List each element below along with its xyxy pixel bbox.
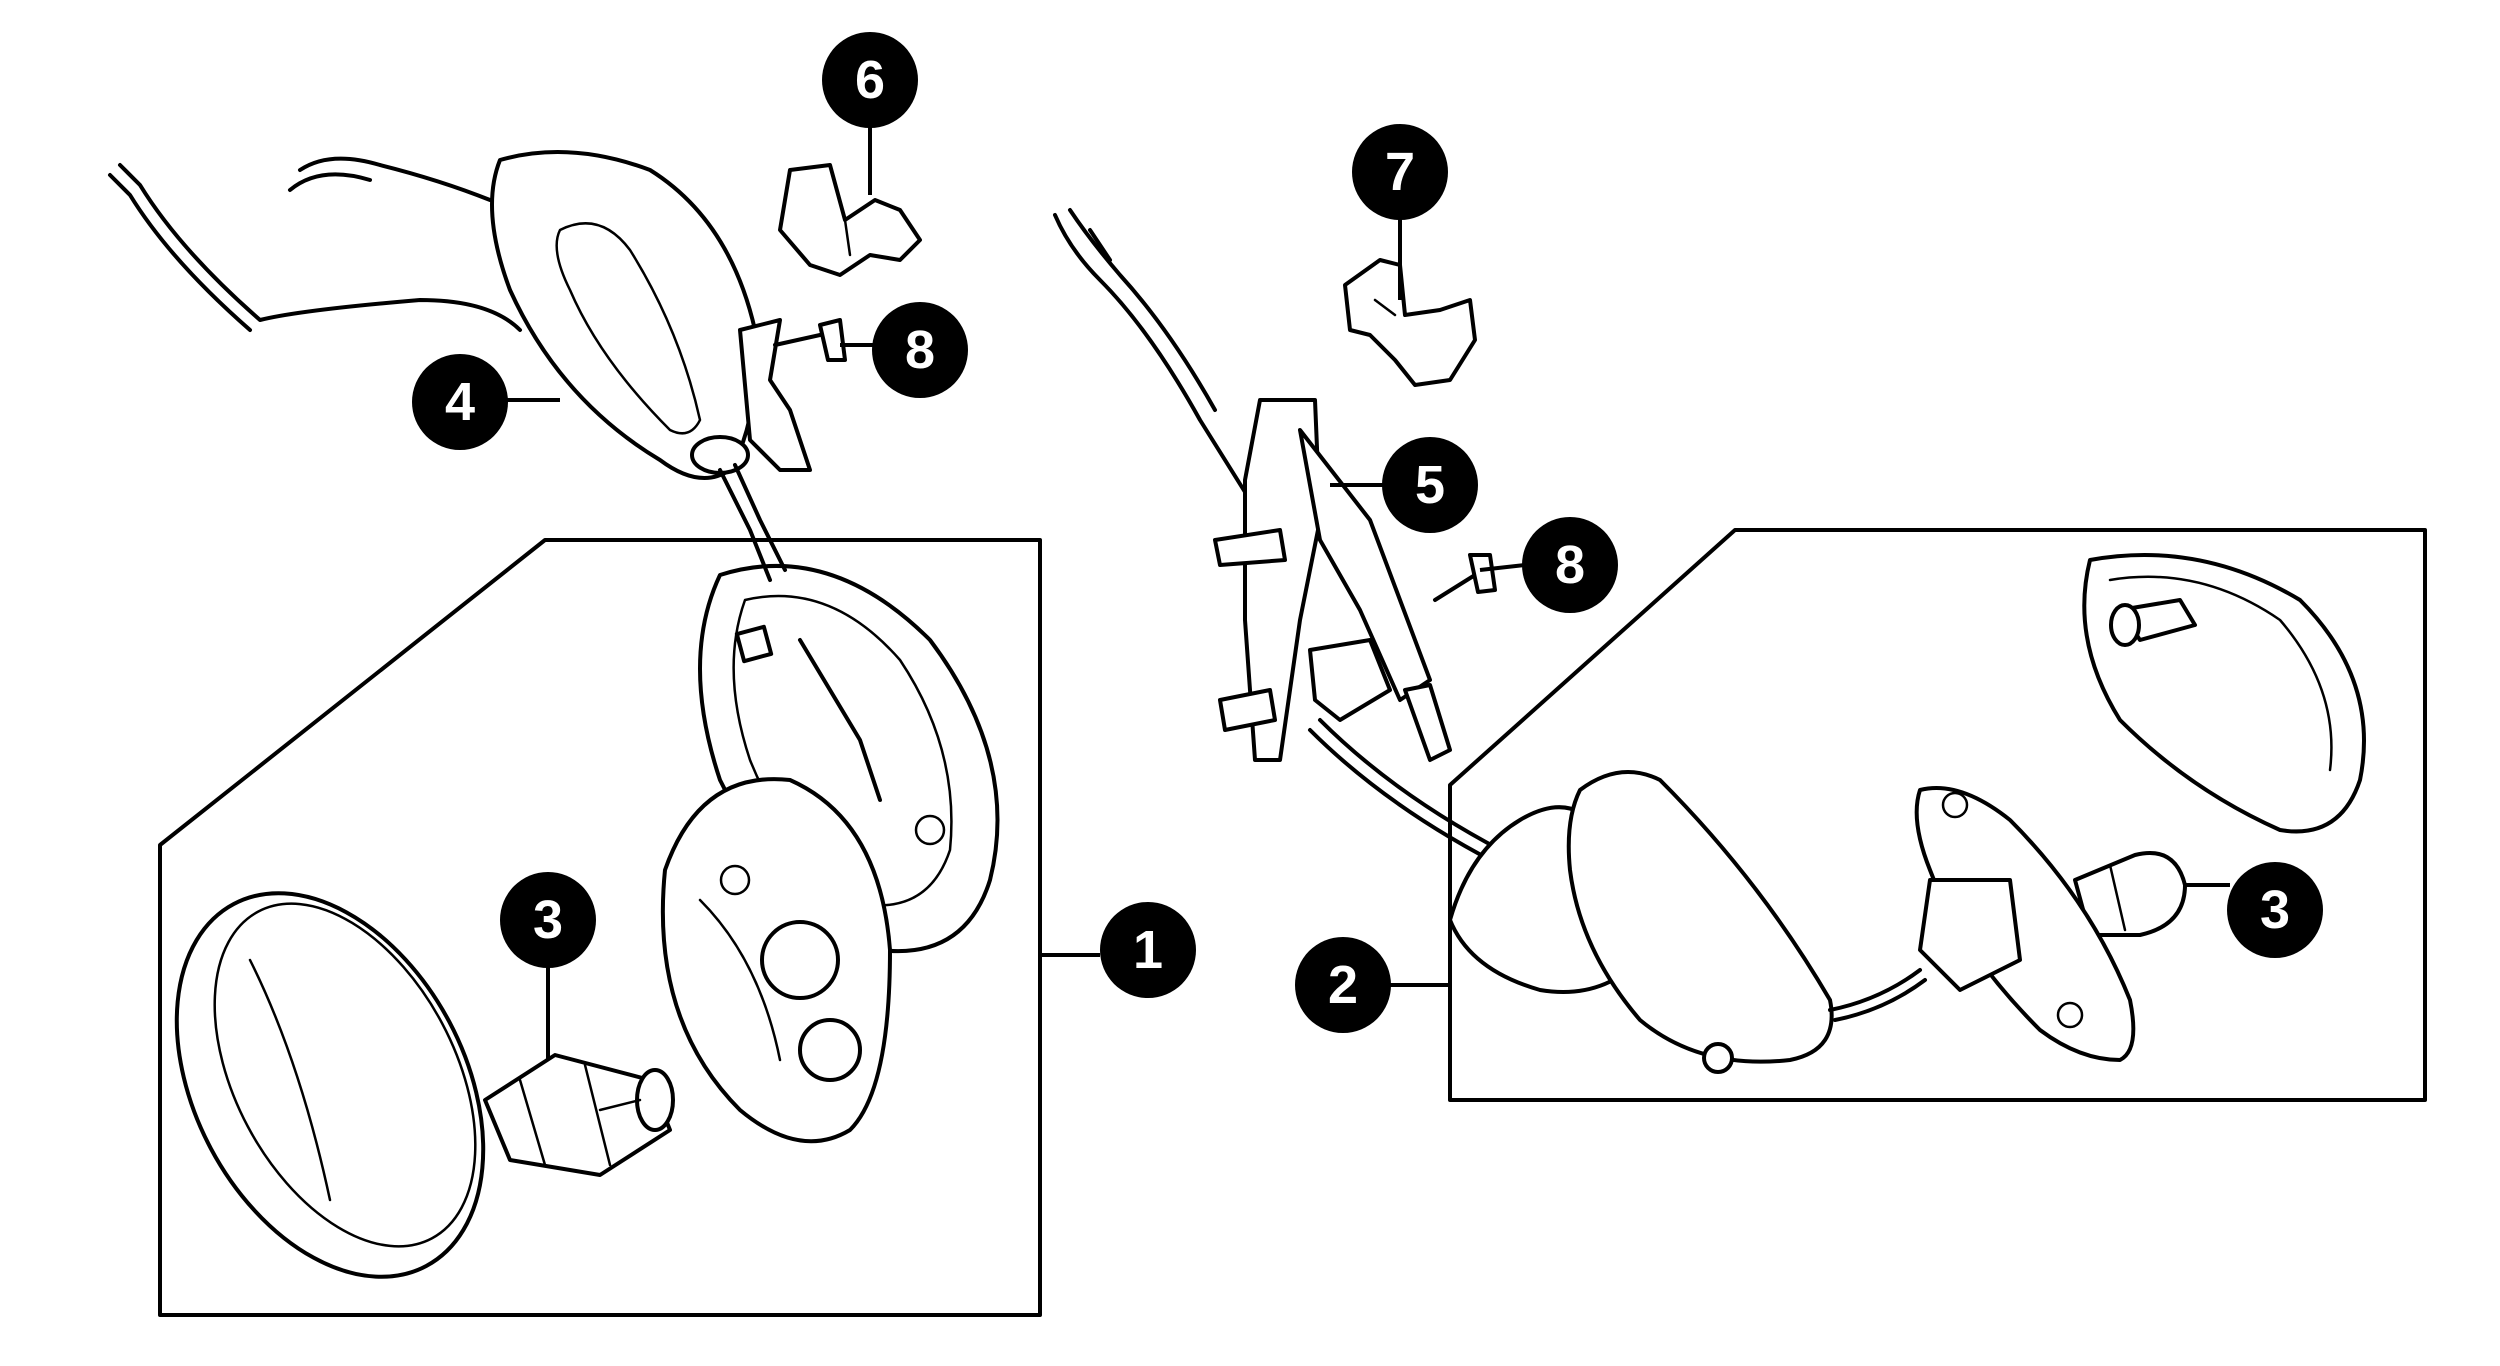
mount-bracket-left	[108, 150, 812, 582]
callout-7-label: 7	[1385, 142, 1415, 202]
callout-2: 2	[1295, 937, 1391, 1033]
callout-5-label: 5	[1415, 455, 1445, 515]
callout-4: 4	[412, 354, 508, 450]
callout-6-label: 6	[855, 50, 885, 110]
callout-1: 1	[1100, 902, 1196, 998]
screw-8-right	[1433, 553, 1497, 602]
clip-7	[1343, 258, 1477, 387]
callout-7: 7	[1352, 124, 1448, 220]
callout-5: 5	[1382, 437, 1478, 533]
group-box-right	[1448, 528, 2427, 1102]
callout-3-right-label: 3	[2260, 880, 2290, 940]
callout-2-label: 2	[1328, 955, 1358, 1015]
turn-signal-lens-right	[2082, 553, 2366, 834]
bulb-left	[483, 1053, 675, 1177]
turn-signal-lens-left	[174, 891, 486, 1279]
housing-left	[660, 563, 1000, 1144]
housing-right	[1448, 770, 2136, 1074]
callout-8-right: 8	[1522, 517, 1618, 613]
clip-6	[778, 163, 922, 277]
callout-8-right-label: 8	[1555, 535, 1585, 595]
callout-6: 6	[822, 32, 918, 128]
callout-8-left-label: 8	[905, 320, 935, 380]
callout-3-left-label: 3	[533, 890, 563, 950]
callout-1-label: 1	[1133, 920, 1163, 980]
screw-8-left	[773, 318, 847, 362]
leader-8b	[1479, 563, 1526, 572]
callout-8-left: 8	[872, 302, 968, 398]
callout-4-label: 4	[445, 372, 475, 432]
callout-3-right: 3	[2227, 862, 2323, 958]
callout-3-left: 3	[500, 872, 596, 968]
group-box-left	[158, 538, 1042, 1317]
